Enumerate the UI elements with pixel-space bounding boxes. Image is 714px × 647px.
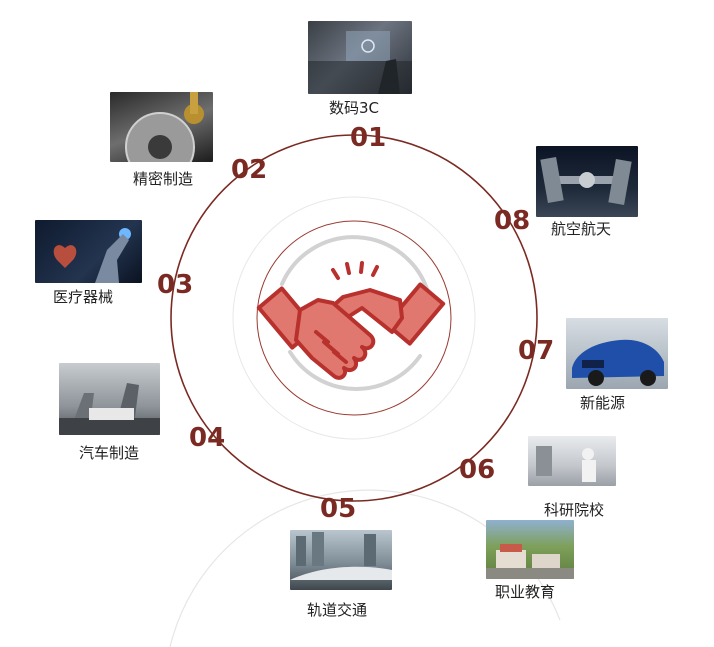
label-precision-manufacturing: 精密制造: [133, 170, 194, 188]
number-04: 04: [189, 423, 226, 453]
image-research-institutes: [528, 436, 616, 486]
image-precision-manufacturing: [110, 92, 213, 162]
image-digital-3c: [308, 21, 412, 94]
inner-ring: [256, 220, 452, 416]
number-08: 08: [494, 206, 531, 236]
handshake-icon: [256, 261, 446, 380]
image-aerospace: [536, 146, 638, 217]
number-02: 02: [231, 155, 268, 185]
image-auto-manufacturing: [59, 363, 160, 435]
label-research-institutes: 科研院校: [544, 501, 605, 519]
number-03: 03: [157, 270, 194, 300]
label-medical-devices: 医疗器械: [53, 288, 114, 306]
number-07: 07: [518, 336, 555, 366]
number-01: 01: [350, 123, 387, 153]
image-medical-devices: [35, 220, 142, 283]
image-new-energy: [566, 318, 668, 389]
label-vocational-education: 职业教育: [495, 583, 556, 601]
label-auto-manufacturing: 汽车制造: [79, 444, 140, 462]
label-rail-transit: 轨道交通: [307, 601, 368, 619]
image-rail-transit: [290, 530, 392, 590]
number-06: 06: [459, 455, 496, 485]
number-05: 05: [320, 494, 357, 524]
grey-arc-top: [280, 235, 430, 294]
light-ring: [232, 196, 476, 440]
grey-arc-bottom: [288, 350, 422, 391]
label-digital-3c: 数码3C: [329, 99, 380, 117]
main-ring: [170, 134, 538, 502]
label-aerospace: 航空航天: [551, 220, 612, 238]
image-vocational-education: [486, 520, 574, 579]
label-new-energy: 新能源: [580, 394, 626, 412]
